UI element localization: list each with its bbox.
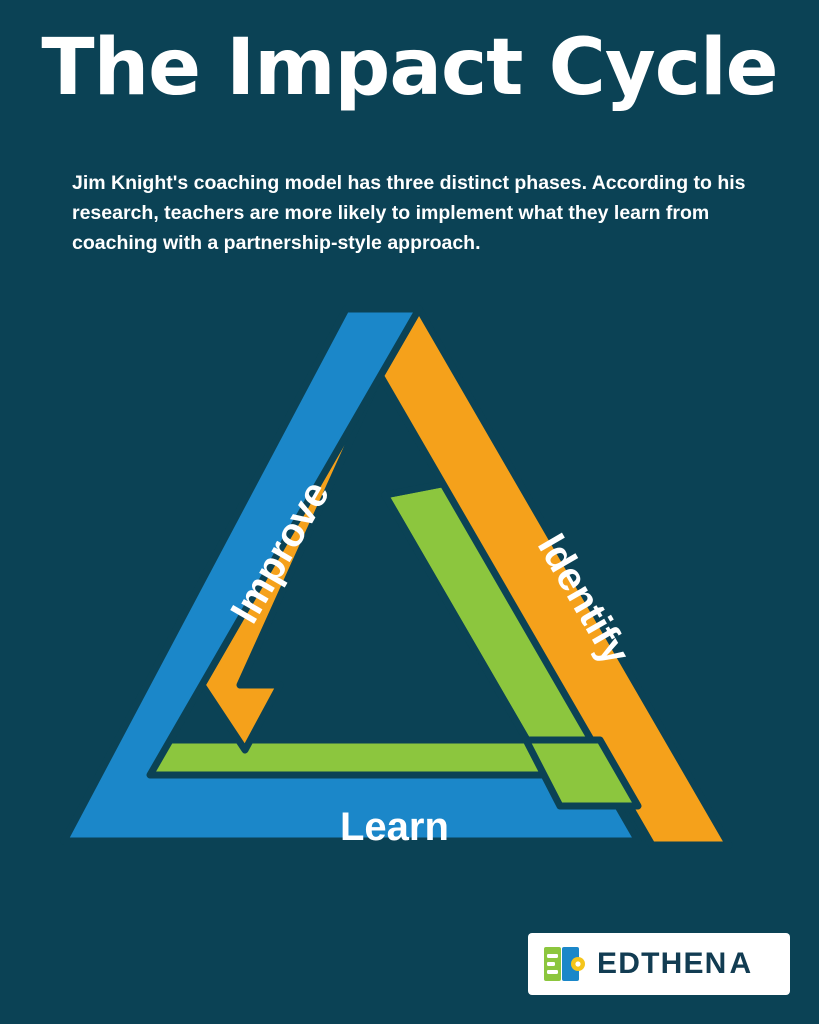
page-title: The Impact Cycle	[41, 23, 778, 113]
penrose-triangle-graphic	[60, 305, 733, 849]
impact-cycle-diagram: Improve Identify Learn	[40, 285, 780, 905]
edthena-wordmark: EDTHEN A	[597, 947, 752, 981]
triangle-arm-identify	[198, 305, 733, 849]
edthena-logo[interactable]: EDTHEN A	[528, 933, 790, 995]
edthena-wordmark-chevron: A	[729, 947, 753, 980]
edthena-book-icon	[544, 947, 585, 981]
arm-label-learn: Learn	[340, 805, 449, 849]
edthena-wordmark-text: EDTHEN	[597, 947, 728, 980]
triangle-weave-overlap	[522, 736, 642, 810]
page-subtitle: Jim Knight's coaching model has three di…	[72, 172, 746, 255]
